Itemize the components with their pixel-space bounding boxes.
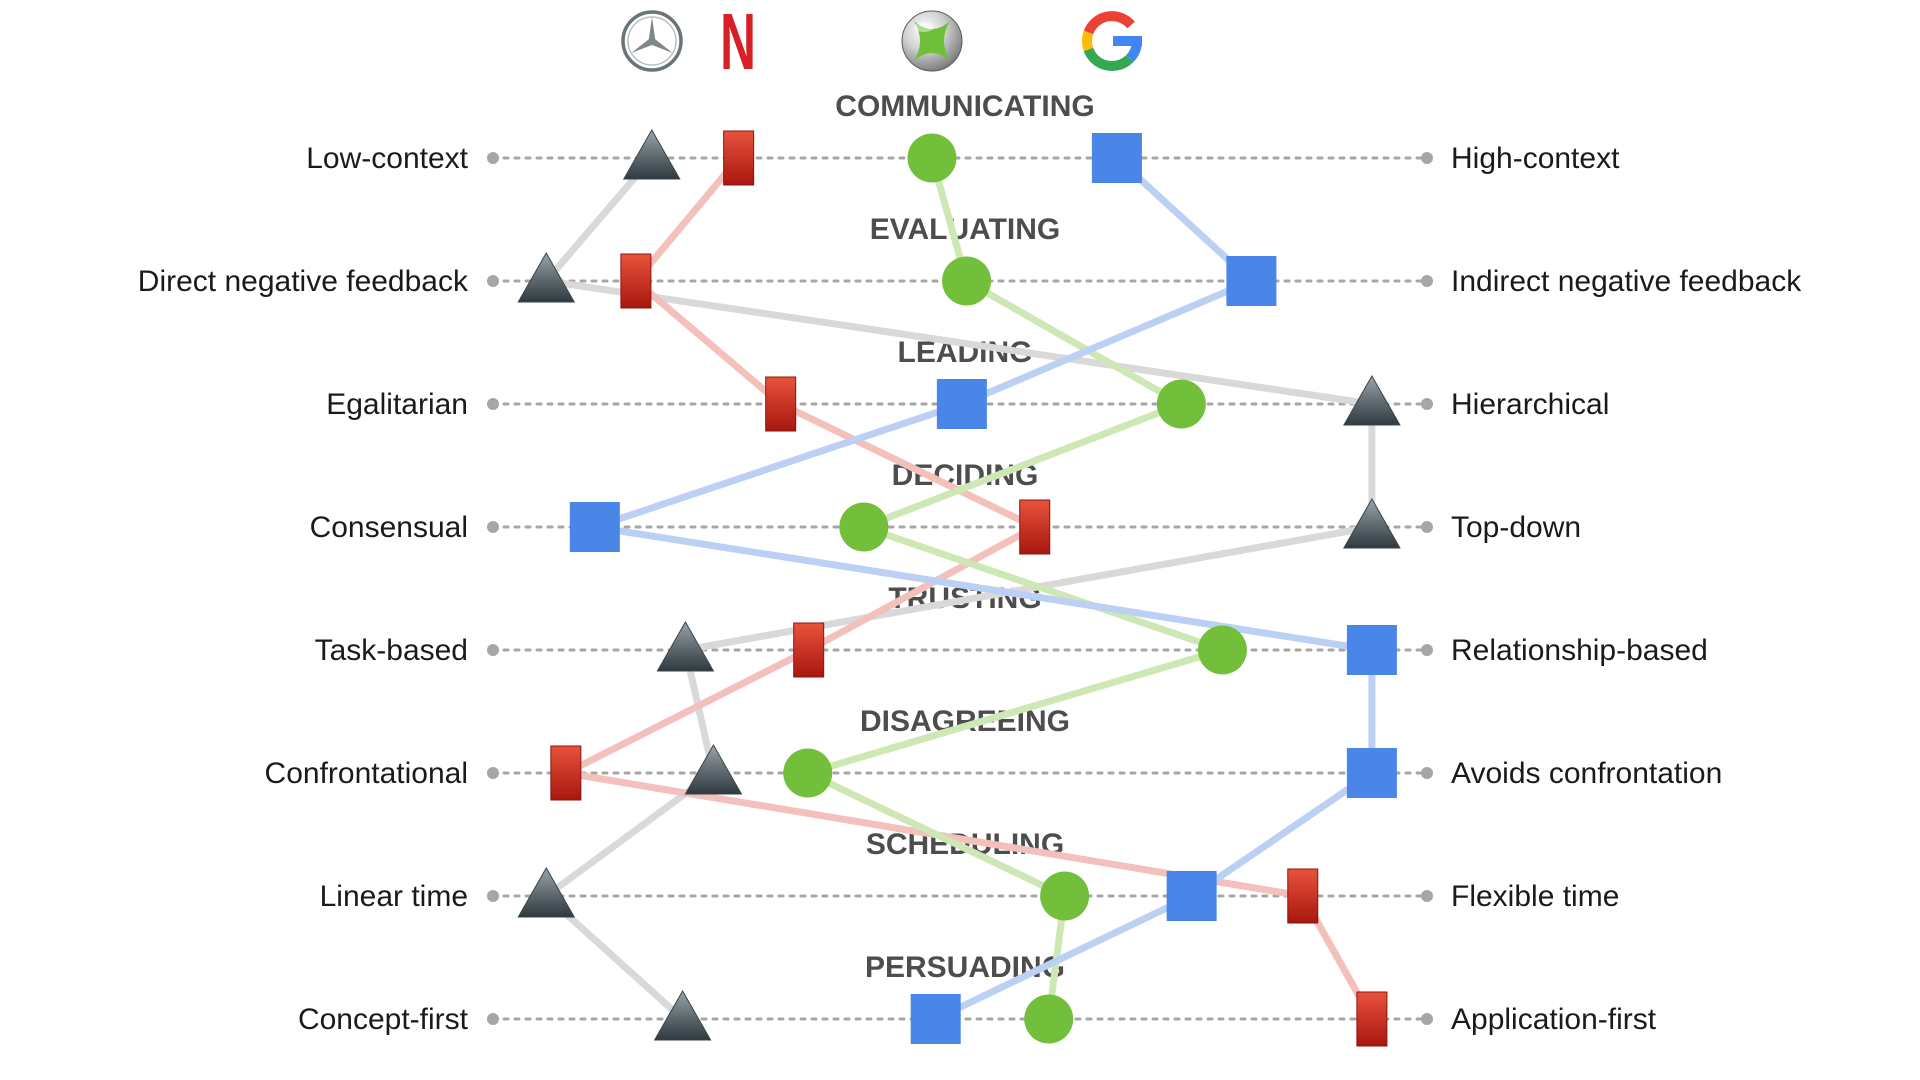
scale-left-endpoint bbox=[487, 521, 499, 533]
scale-rows: Low-context High-context COMMUNICATING Dire… bbox=[138, 90, 1802, 1036]
scale-heading: DISAGREEING bbox=[860, 705, 1070, 738]
scale-left-endpoint bbox=[487, 275, 499, 287]
xbox-marker bbox=[907, 133, 957, 183]
xbox-marker bbox=[1197, 625, 1247, 675]
scale-right-endpoint bbox=[1421, 275, 1433, 287]
netflix-marker bbox=[793, 622, 825, 678]
xbox-marker bbox=[1040, 871, 1090, 921]
scale-heading: PERSUADING bbox=[865, 951, 1065, 984]
scale-row: Confrontational Avoids confrontation DISAG… bbox=[265, 705, 1723, 790]
xbox-marker bbox=[942, 256, 992, 306]
scale-left-endpoint bbox=[487, 398, 499, 410]
scale-heading: COMMUNICATING bbox=[835, 90, 1094, 123]
google-marker bbox=[569, 502, 620, 552]
xbox-marker bbox=[1024, 994, 1074, 1044]
scale-left-label: Linear time bbox=[320, 880, 468, 913]
xbox-marker bbox=[1156, 379, 1206, 429]
mercedes-logo-icon bbox=[621, 10, 683, 72]
scale-right-endpoint bbox=[1421, 1013, 1433, 1025]
mercedes-marker bbox=[653, 989, 712, 1041]
google-marker bbox=[1091, 133, 1142, 183]
scale-left-label: Low-context bbox=[306, 142, 468, 175]
google-marker bbox=[910, 994, 961, 1044]
svg-text:N: N bbox=[720, 0, 756, 87]
google-marker bbox=[1226, 256, 1277, 306]
netflix-marker bbox=[620, 253, 652, 309]
google-marker bbox=[1166, 871, 1217, 921]
xbox-marker bbox=[839, 502, 889, 552]
scale-heading: EVALUATING bbox=[870, 213, 1061, 246]
scale-left-endpoint bbox=[487, 1013, 499, 1025]
google-marker bbox=[1346, 748, 1397, 798]
netflix-marker bbox=[1019, 499, 1051, 555]
company-markers bbox=[517, 128, 1401, 1047]
netflix-marker bbox=[1356, 991, 1388, 1047]
scale-left-label: Concept-first bbox=[298, 1003, 469, 1036]
scale-right-endpoint bbox=[1421, 398, 1433, 410]
mercedes-marker bbox=[656, 620, 715, 672]
scale-left-endpoint bbox=[487, 644, 499, 656]
scale-right-label: Application-first bbox=[1451, 1003, 1657, 1036]
scale-right-label: Flexible time bbox=[1451, 880, 1619, 913]
scale-right-endpoint bbox=[1421, 890, 1433, 902]
mercedes-marker bbox=[684, 743, 743, 795]
scale-right-label: Avoids confrontation bbox=[1451, 757, 1722, 790]
scale-row: Concept-first Application-first PERSUADING bbox=[298, 951, 1657, 1036]
netflix-marker bbox=[723, 130, 755, 186]
scale-left-label: Consensual bbox=[310, 511, 468, 544]
scale-right-label: Indirect negative feedback bbox=[1451, 265, 1802, 298]
scale-right-endpoint bbox=[1421, 767, 1433, 779]
xbox-logo-icon bbox=[901, 10, 963, 72]
mercedes-profile-line bbox=[542, 154, 1376, 1023]
netflix-marker bbox=[765, 376, 797, 432]
scale-left-endpoint bbox=[487, 152, 499, 164]
company-lines bbox=[542, 154, 1376, 1023]
google-marker bbox=[936, 379, 987, 429]
scale-left-label: Confrontational bbox=[265, 757, 468, 790]
mercedes-marker bbox=[1343, 497, 1401, 549]
scale-left-label: Task-based bbox=[315, 634, 468, 667]
mercedes-marker bbox=[517, 866, 576, 918]
netflix-marker bbox=[1287, 868, 1319, 924]
mercedes-marker bbox=[622, 128, 681, 180]
mercedes-marker bbox=[517, 251, 576, 303]
scale-left-endpoint bbox=[487, 890, 499, 902]
google-marker bbox=[1346, 625, 1397, 675]
scale-right-label: Relationship-based bbox=[1451, 634, 1708, 667]
google-profile-line bbox=[591, 154, 1376, 1023]
scale-row: Low-context High-context COMMUNICATING bbox=[306, 90, 1620, 175]
scale-right-label: High-context bbox=[1451, 142, 1620, 175]
netflix-logo-icon: N bbox=[720, 0, 756, 87]
scale-right-endpoint bbox=[1421, 152, 1433, 164]
netflix-marker bbox=[550, 745, 582, 801]
scale-row: Direct negative feedback Indirect negativ… bbox=[138, 213, 1802, 298]
xbox-profile-line bbox=[804, 154, 1226, 1023]
company-logos: N bbox=[621, 0, 1143, 87]
scale-right-endpoint bbox=[1421, 521, 1433, 533]
scale-left-endpoint bbox=[487, 767, 499, 779]
scale-left-label: Direct negative feedback bbox=[138, 265, 469, 298]
mercedes-marker bbox=[1343, 374, 1401, 426]
google-logo-icon bbox=[1082, 11, 1143, 72]
xbox-marker bbox=[783, 748, 833, 798]
scale-left-label: Egalitarian bbox=[326, 388, 468, 421]
scale-right-endpoint bbox=[1421, 644, 1433, 656]
scale-right-label: Top-down bbox=[1451, 511, 1581, 544]
scale-right-label: Hierarchical bbox=[1451, 388, 1609, 421]
